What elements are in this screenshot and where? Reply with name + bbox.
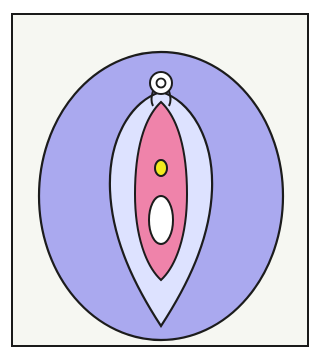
lower-white-opening — [149, 196, 173, 244]
small-yellow-dot — [155, 160, 167, 176]
